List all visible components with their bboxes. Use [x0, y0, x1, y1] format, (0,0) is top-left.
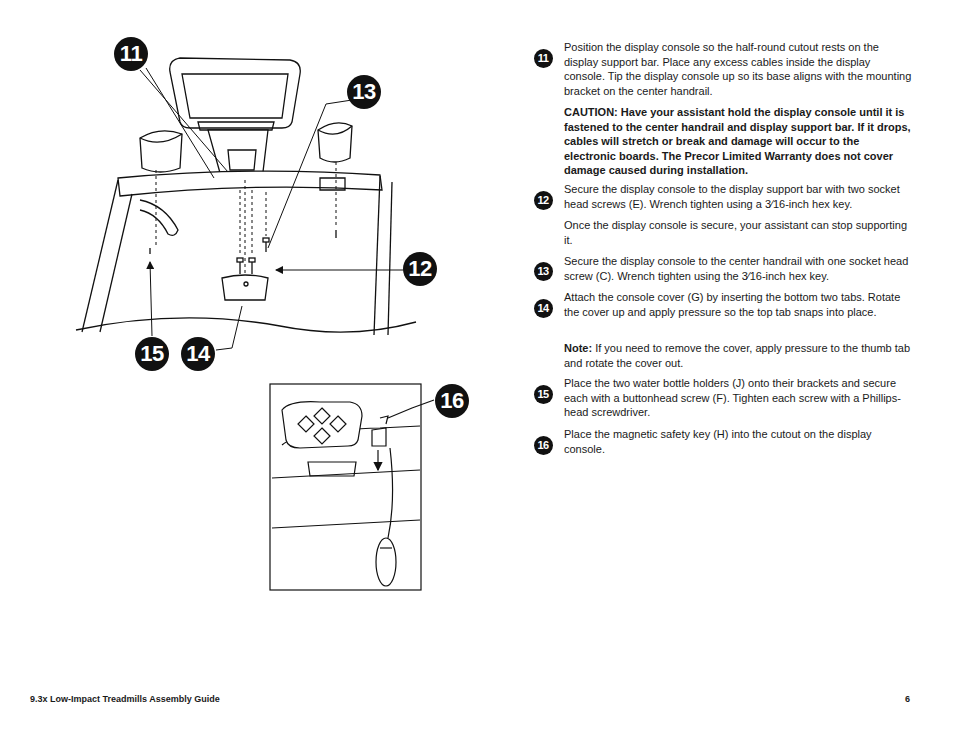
callout-number: 16: [534, 436, 553, 455]
callout-number: 11: [534, 49, 553, 68]
callout-number-text: 11: [538, 53, 549, 64]
step-paragraph: Attach the console cover (G) by insertin…: [564, 290, 912, 319]
step-paragraph: Position the display console so the half…: [564, 40, 912, 98]
callout-number: 15: [534, 385, 553, 404]
step-paragraph: Place the magnetic safety key (H) into t…: [564, 427, 912, 456]
callout-number-text: 14: [186, 343, 209, 365]
callout-number-text: 16: [537, 440, 548, 451]
callout-number-text: 12: [408, 258, 431, 280]
step-text: Place the two water bottle holders (J) o…: [564, 377, 901, 418]
step-text: Once the display console is secure, your…: [564, 219, 907, 246]
callout-number: 16: [435, 384, 469, 418]
callout-number-text: 12: [537, 195, 548, 206]
step-paragraph: Secure the display console to the center…: [564, 254, 912, 283]
callout-number-text: 15: [537, 389, 548, 400]
callout-number-text: 15: [140, 343, 163, 365]
step-paragraph: Secure the display console to the displa…: [564, 182, 912, 211]
callout-number: 14: [181, 337, 215, 371]
step-text: Secure the display console to the center…: [564, 255, 908, 282]
step-text: Position the display console so the half…: [564, 41, 911, 97]
callout-number: 13: [534, 262, 553, 281]
step-paragraph: Place the two water bottle holders (J) o…: [564, 376, 912, 420]
note-text: If you need to remove the cover, apply p…: [564, 342, 910, 369]
callout-number-text: 13: [537, 266, 548, 277]
callout-number-text: 11: [120, 43, 142, 65]
callout-number: 12: [534, 191, 553, 210]
callout-number: 13: [347, 75, 381, 109]
step-paragraph: Once the display console is secure, your…: [564, 218, 912, 247]
callout-number: 11: [114, 37, 148, 71]
step-text: Place the magnetic safety key (H) into t…: [564, 428, 872, 455]
callout-number: 15: [135, 337, 169, 371]
caution-text: CAUTION: Have your assistant hold the di…: [564, 106, 911, 176]
callout-number: 12: [403, 252, 437, 286]
step-text: Secure the display console to the displa…: [564, 183, 900, 210]
note-paragraph: Note: If you need to remove the cover, a…: [564, 341, 912, 370]
caution-paragraph: CAUTION: Have your assistant hold the di…: [564, 105, 912, 178]
footer-title: 9.3x Low-Impact Treadmills Assembly Guid…: [30, 692, 430, 707]
step-text: Attach the console cover (G) by insertin…: [564, 291, 900, 318]
footer-text: 9.3x Low-Impact Treadmills Assembly Guid…: [30, 694, 220, 704]
page-number: 6: [880, 692, 910, 707]
callout-number-text: 16: [440, 390, 463, 412]
page-number-text: 6: [905, 694, 910, 704]
callout-number-text: 13: [352, 81, 375, 103]
callout-number: 14: [534, 299, 553, 318]
note-heading: Note:: [564, 342, 592, 354]
callout-number-text: 14: [537, 303, 548, 314]
